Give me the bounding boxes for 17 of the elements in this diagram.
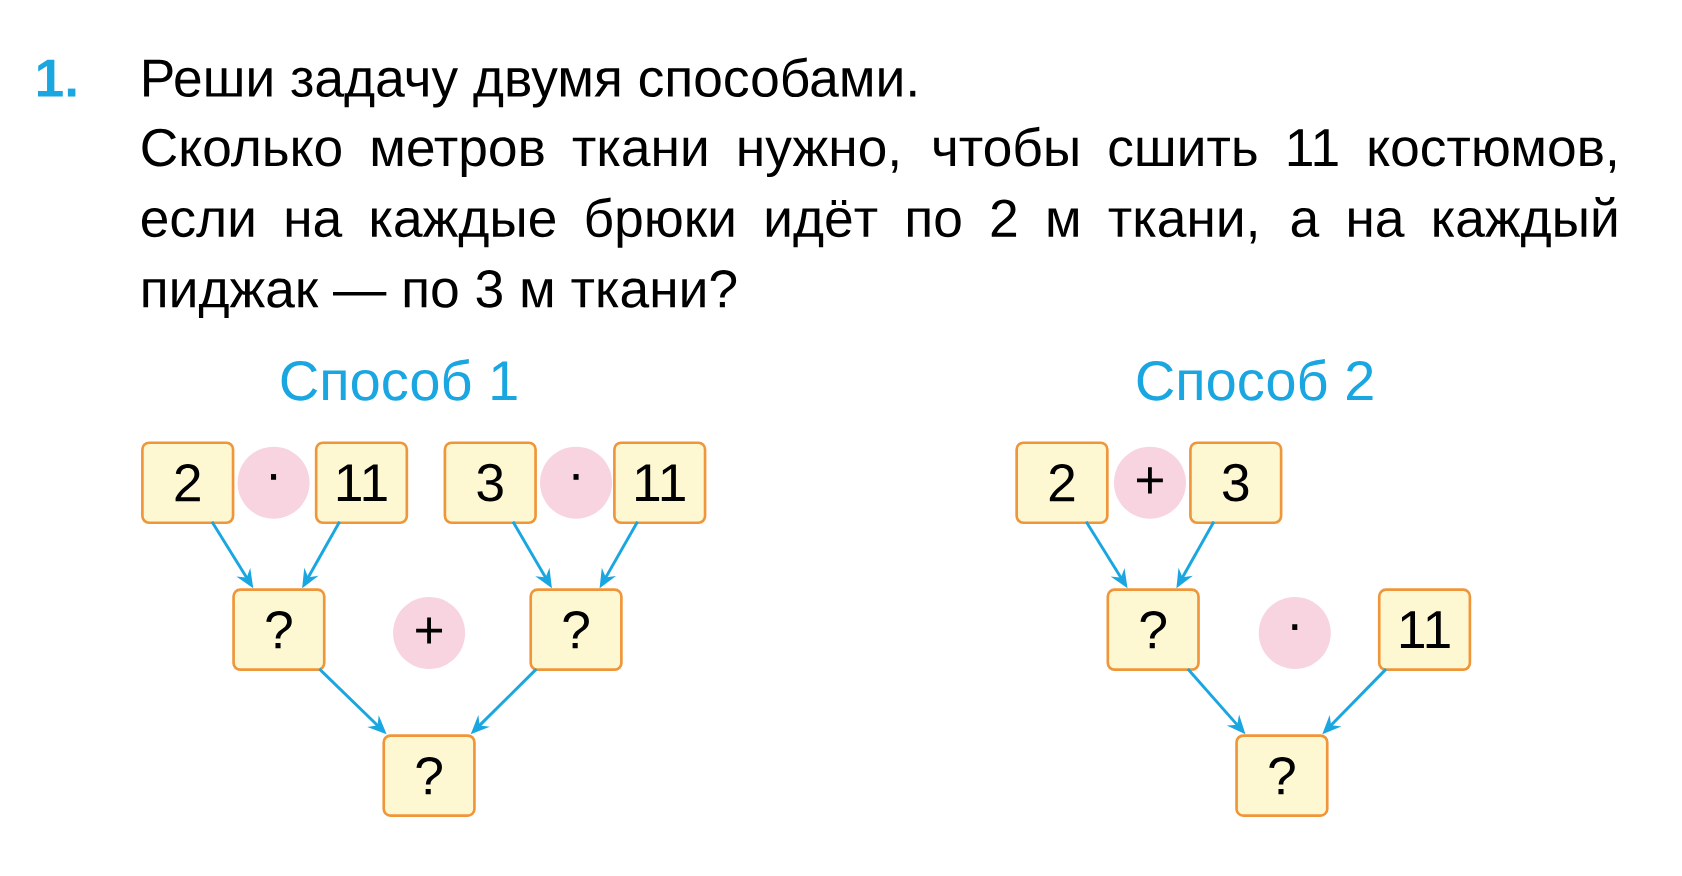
number-box: 2 [1015, 441, 1109, 524]
task-title: Реши задачу двумя способами. [144, 57, 916, 108]
number-box: 2 [141, 441, 235, 524]
number-box: 11 [613, 441, 707, 524]
number-box: ? [1106, 588, 1200, 671]
number-box: 11 [314, 441, 409, 524]
number-box: ? [529, 588, 623, 671]
number-box: 3 [1189, 441, 1283, 524]
method-heading: Способ 2 [1137, 358, 1373, 401]
number-box: 3 [443, 441, 537, 524]
task-number: 1. [37, 59, 76, 97]
number-box: 11 [1377, 588, 1472, 671]
method-heading: Способ 1 [281, 358, 517, 401]
number-box: ? [382, 734, 476, 817]
number-box: ? [232, 588, 326, 671]
task-text: Сколько метров ткани нужно, чтобы сшить 11 костюмов, если на каждые брюки идёт по 2 м ткани, а на каждый пиджак — по 3 м ткани? [142, 126, 1617, 318]
number-box: ? [1235, 734, 1329, 817]
